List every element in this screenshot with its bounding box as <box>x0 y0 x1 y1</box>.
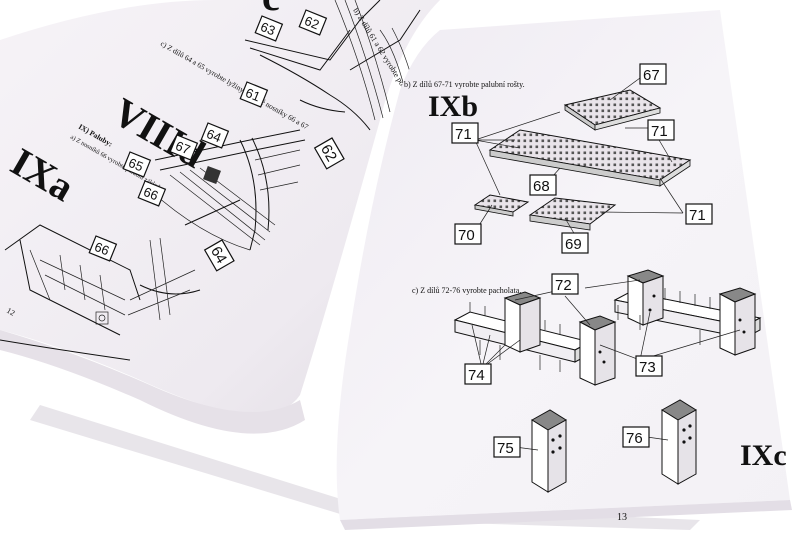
right-page-number: 13 <box>617 512 627 523</box>
ixc-heading: IXc <box>740 439 787 472</box>
right-part-labels-b: 67 71 71 68 70 69 71 <box>451 63 713 254</box>
part-label: 71 <box>455 126 472 143</box>
caption-c: c) Z dílů 72-76 vyrobte pacholata. <box>412 286 521 295</box>
part-label: 63 <box>258 19 277 38</box>
right-part-labels-c: 72 74 73 75 76 <box>464 273 663 458</box>
part-label: 66 <box>92 239 111 258</box>
part-label: 68 <box>533 178 550 195</box>
left-page-number: 12 <box>5 306 16 318</box>
viiic-frame-drawing <box>244 0 421 131</box>
viiic-heading-partial: c <box>262 0 280 19</box>
part-label: 64 <box>207 244 230 267</box>
part-label: 67 <box>173 138 192 157</box>
part-label: 75 <box>497 440 514 457</box>
part-label: 71 <box>651 123 668 140</box>
part-label: 74 <box>468 367 485 384</box>
ixb-gratings-drawing <box>473 77 692 236</box>
ixb-heading: IXb <box>428 90 478 123</box>
part-label: 69 <box>565 236 582 253</box>
ixc-bitts-drawing <box>453 269 762 493</box>
ixa-deck-drawing <box>0 224 201 361</box>
right-page: b) Z dílů 67-71 vyrobte palubní rošty. I… <box>336 10 792 530</box>
part-label: 72 <box>555 277 572 294</box>
part-label: 62 <box>317 142 340 165</box>
left-part-labels: 63 62 61 62 67 64 65 66 64 66 <box>88 9 345 272</box>
part-label: 65 <box>126 155 145 174</box>
left-page: c b) Z dílů 61 a 62 vyrobte podélné trám… <box>0 0 440 434</box>
part-label: 71 <box>689 207 706 224</box>
caption-b: b) Z dílů 67-71 vyrobte palubní rošty. <box>404 80 525 89</box>
part-label: 73 <box>639 359 656 376</box>
part-label: 76 <box>626 430 643 447</box>
part-label: 70 <box>458 227 475 244</box>
part-label: 67 <box>643 67 660 84</box>
part-label: 64 <box>204 126 223 145</box>
part-label: 66 <box>141 184 160 203</box>
part-label: 61 <box>243 85 262 104</box>
part-label: 62 <box>302 13 321 32</box>
